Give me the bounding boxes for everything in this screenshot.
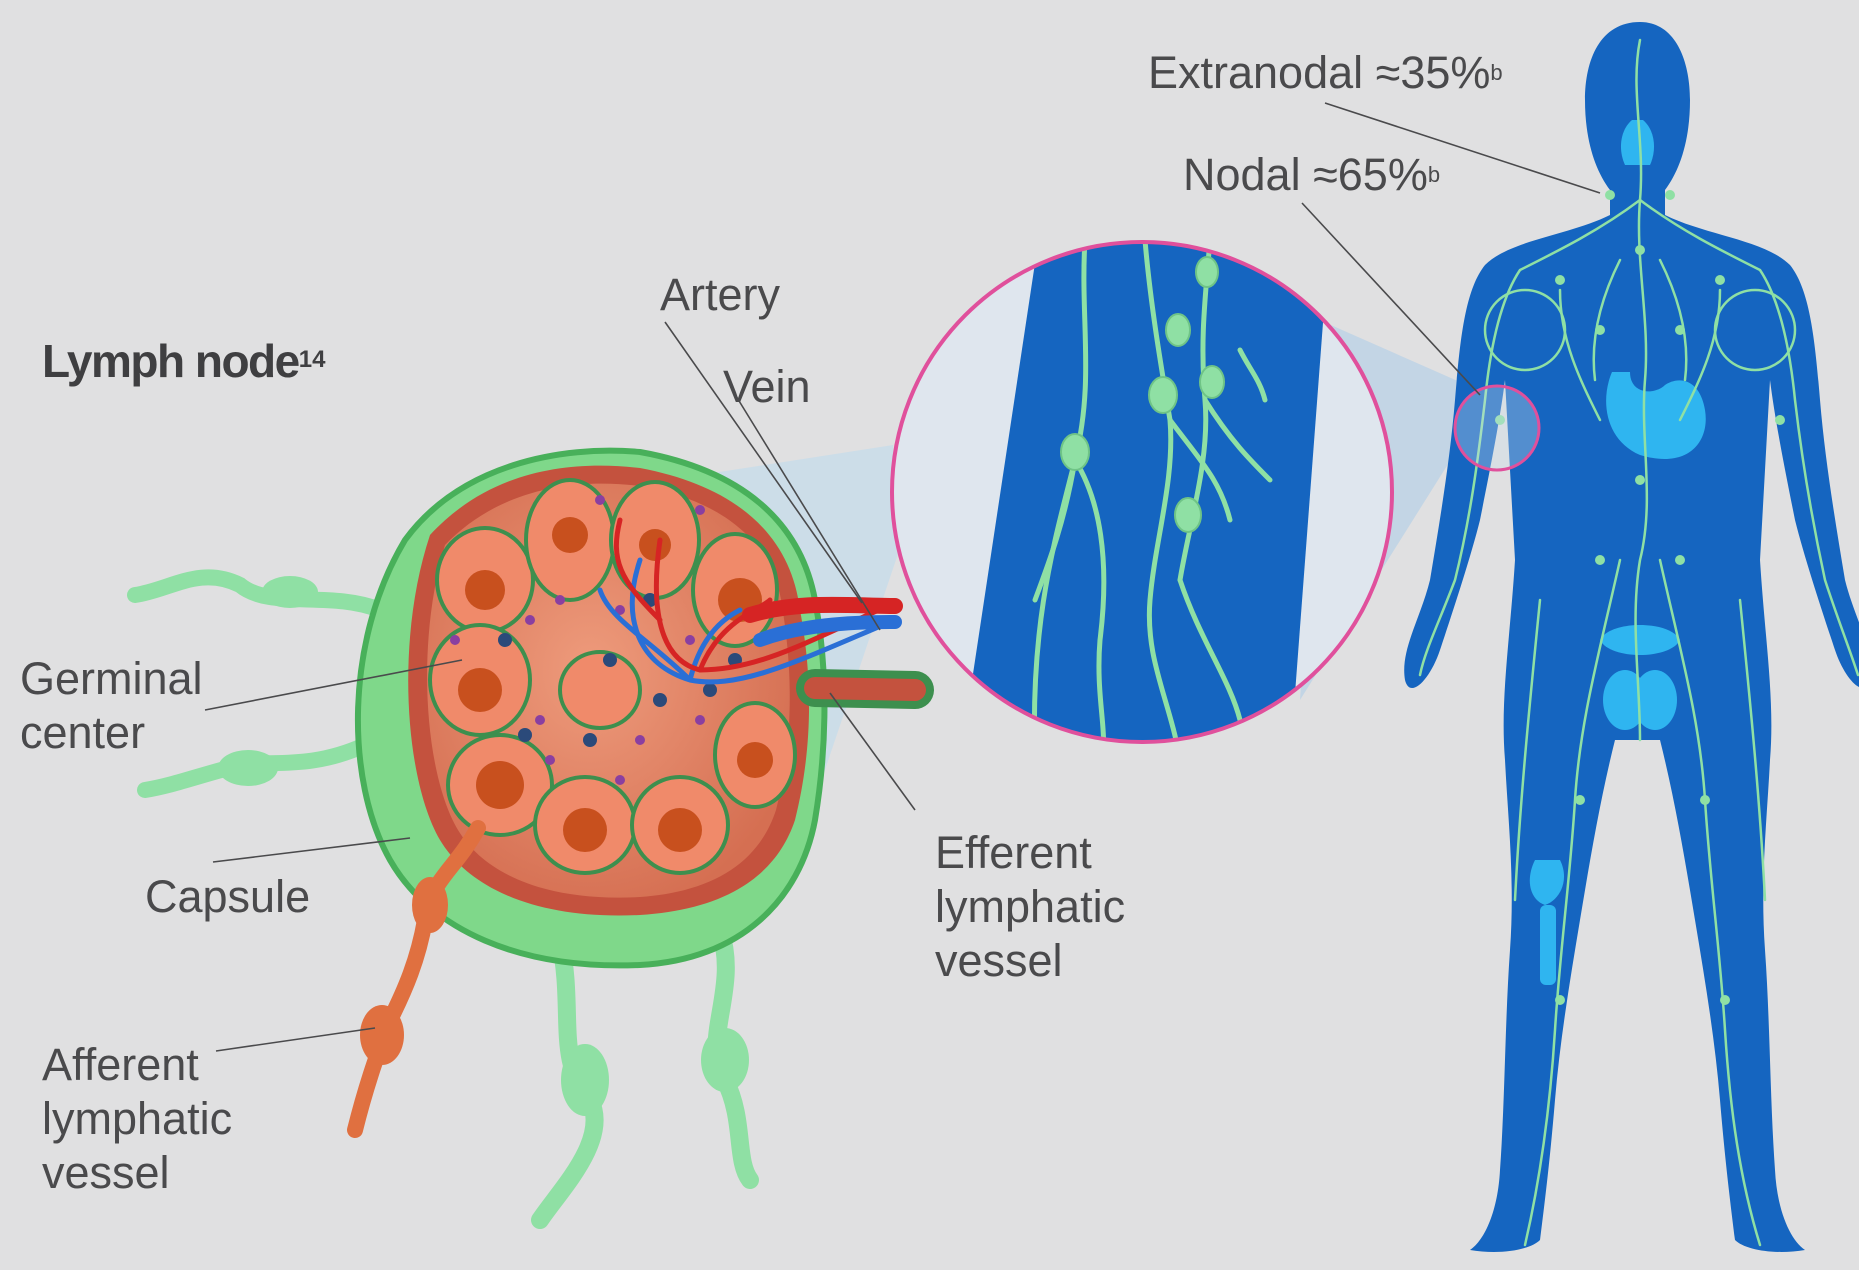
efferent-line-1: Efferent [935,826,1125,880]
afferent-label: Afferent lymphatic vessel [42,1038,232,1200]
nodal-note: b [1428,162,1440,187]
vein-label: Vein [723,360,811,414]
germinal-center-line-2: center [20,706,203,760]
magnifier-circle [892,230,1392,760]
title-text: Lymph node [42,335,299,387]
efferent-line-2: lymphatic [935,880,1125,934]
nodal-text: Nodal ≈65% [1183,149,1428,200]
afferent-line-1: Afferent [42,1038,232,1092]
extranodal-text: Extranodal ≈35% [1148,47,1490,98]
title-reference: 14 [299,346,326,373]
capsule-label: Capsule [145,870,310,924]
extranodal-stat: Extranodal ≈35%b [1148,46,1503,108]
artery-label: Artery [660,268,780,322]
nodal-stat: Nodal ≈65%b [1183,148,1440,210]
efferent-line-3: vessel [935,934,1125,988]
human-body [1404,22,1859,1252]
germinal-center-label: Germinal center [20,652,203,760]
diagram-title: Lymph node14 [42,334,325,388]
germinal-center-line-1: Germinal [20,652,203,706]
extranodal-note: b [1490,60,1502,85]
afferent-line-3: vessel [42,1146,232,1200]
efferent-label: Efferent lymphatic vessel [935,826,1125,988]
lymph-node-illustration [135,451,915,1220]
afferent-line-2: lymphatic [42,1092,232,1146]
body-magnifier-marker [1455,386,1539,470]
